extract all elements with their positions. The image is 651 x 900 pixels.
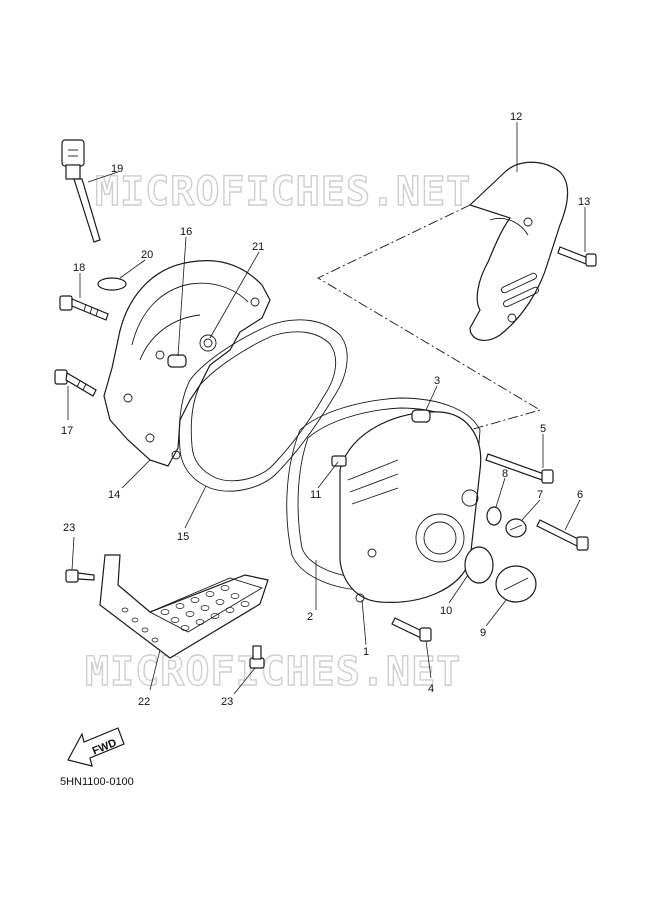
callout-22: 22 <box>138 696 150 708</box>
bolt-6 <box>536 519 589 551</box>
skid-plate-22 <box>99 554 269 659</box>
leader-lines <box>67 122 586 695</box>
callout-3: 3 <box>434 375 440 387</box>
sprocket-cover-12 <box>468 161 569 341</box>
callout-19: 19 <box>111 163 123 175</box>
callout-12: 12 <box>510 111 522 123</box>
bolt-18 <box>59 295 109 321</box>
plug-7 <box>505 518 527 538</box>
callout-17: 17 <box>61 425 73 437</box>
callout-9: 9 <box>480 627 486 639</box>
bolt-23-lower <box>249 645 265 669</box>
callout-16: 16 <box>180 226 192 238</box>
watermark-bottom: MICROFICHES.NET <box>85 649 461 695</box>
watermark-top: MICROFICHES.NET <box>95 169 471 215</box>
gasket-15 <box>178 319 348 492</box>
callout-14: 14 <box>108 489 120 501</box>
reference-lines <box>317 204 542 431</box>
callout-5: 5 <box>540 423 546 435</box>
bolt-5 <box>485 453 554 484</box>
callout-20: 20 <box>141 249 153 261</box>
bolt-23-upper <box>65 569 95 583</box>
callout-13: 13 <box>578 196 590 208</box>
callout-6: 6 <box>577 489 583 501</box>
crankcase-cover-1 <box>339 411 482 603</box>
diagram-code: 5HN1100-0100 <box>60 776 134 788</box>
callout-4: 4 <box>428 683 434 695</box>
callout-23-upper: 23 <box>63 522 75 534</box>
callout-2: 2 <box>307 611 313 623</box>
callout-10: 10 <box>440 605 452 617</box>
dowel-pin-16 <box>167 354 187 368</box>
dipstick-19 <box>61 139 101 243</box>
fitting-11 <box>331 455 347 467</box>
callout-8: 8 <box>502 468 508 480</box>
callout-7: 7 <box>537 489 543 501</box>
callout-23-lower: 23 <box>221 696 233 708</box>
fwd-arrow-icon: FWD <box>67 727 125 767</box>
callout-21: 21 <box>252 241 264 253</box>
callout-11: 11 <box>310 489 321 501</box>
bolt-4 <box>391 617 432 642</box>
callout-labels: 19 20 18 16 21 17 14 15 12 13 3 11 5 8 7… <box>61 111 590 708</box>
o-ring-10 <box>464 546 494 584</box>
bolt-17 <box>54 369 97 397</box>
crankcase-cover-14 <box>103 260 271 467</box>
callout-15: 15 <box>177 531 189 543</box>
callout-18: 18 <box>73 262 85 274</box>
plug-9 <box>495 565 537 603</box>
o-ring-20 <box>97 277 127 291</box>
callout-1: 1 <box>363 646 369 658</box>
bolt-13 <box>557 246 597 267</box>
o-ring-8 <box>486 506 502 526</box>
dowel-pin-3 <box>411 409 431 423</box>
